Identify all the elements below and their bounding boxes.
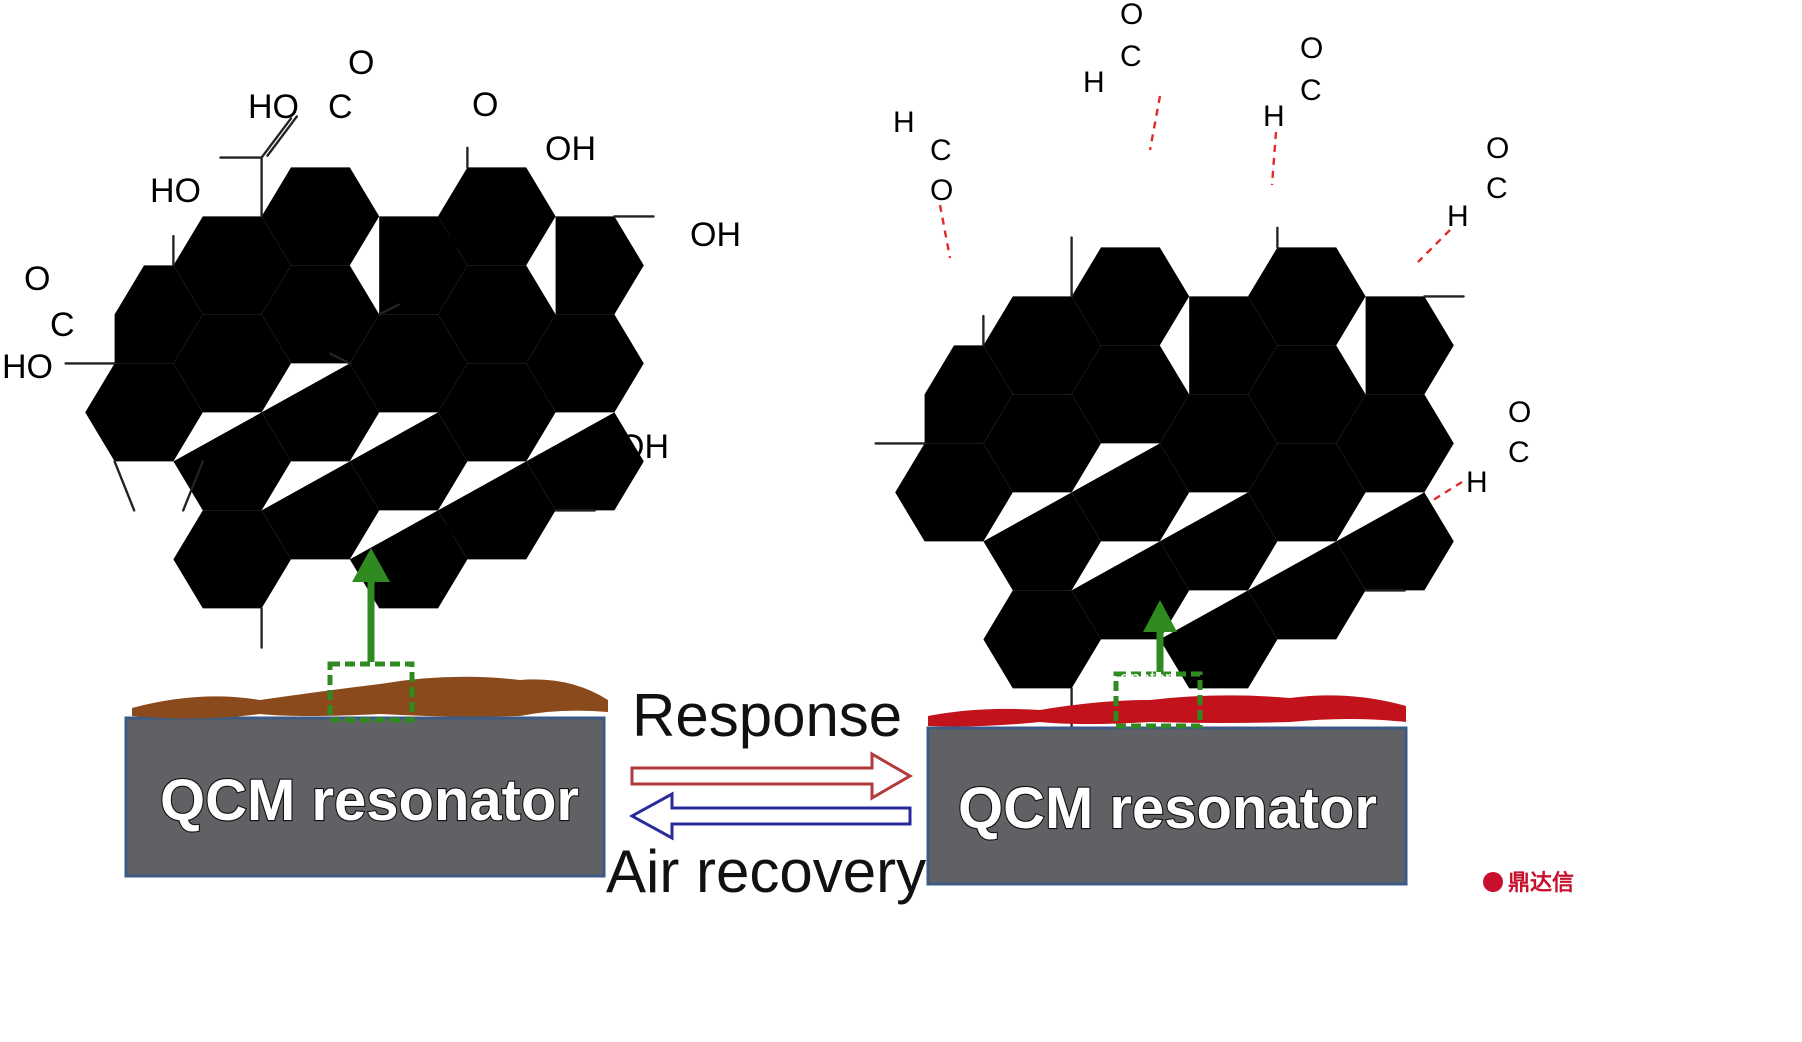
left-label-c-top: C (328, 88, 353, 126)
left-mass-bracket (327, 661, 415, 723)
left-label-oh-lowest: OH (418, 516, 469, 554)
hcho-h-3: H (1263, 100, 1285, 133)
left-qcm-substrate (124, 716, 606, 878)
left-qcm-assembly: QCM resonator (124, 548, 608, 878)
hcho-o-2: O (1120, 0, 1143, 31)
hcho-o-1: O (930, 174, 953, 207)
response-arrow (630, 751, 913, 801)
hcho-h-1: H (893, 106, 915, 139)
watermark: 鼎达信 (1483, 870, 1574, 895)
left-resonator-label: QCM resonator (160, 768, 579, 833)
hcho-o-4: O (1486, 132, 1509, 165)
right-qcm-substrate (926, 726, 1408, 886)
hbond-2 (1148, 95, 1162, 151)
right-film (928, 695, 1406, 727)
left-molecule-labels: HO C O OH O HO C O OH HO O HO C O OH OH (2, 44, 741, 554)
recovery-arrow (628, 791, 912, 841)
left-label-oh-right1: OH (545, 130, 596, 168)
hbond-3 (1270, 131, 1278, 186)
left-label-epoxy-o: O (448, 218, 474, 256)
left-label-o-right1: O (472, 86, 498, 124)
left-graphene-oxide-structure (64, 115, 655, 649)
hbond-4 (1417, 229, 1451, 263)
right-graphene-oxide-structure (874, 226, 1465, 729)
left-film (132, 676, 608, 719)
right-resonator-label: QCM resonator (958, 776, 1377, 841)
left-label-c-left: C (50, 306, 75, 344)
formaldehyde-group: H C O H C O H C O H C O H C O (893, 0, 1531, 504)
watermark-text: 鼎达信 (1508, 870, 1574, 895)
hcho-h-5: H (1466, 466, 1488, 499)
hbond-1 (938, 204, 952, 259)
left-mass-arrow-head (352, 548, 390, 582)
left-label-ho-center: HO (272, 302, 323, 340)
hcho-o-5: O (1508, 396, 1531, 429)
right-small-text: onator (1120, 668, 1171, 688)
hcho-h-2: H (1083, 66, 1105, 99)
hcho-c-4: C (1486, 172, 1508, 205)
left-label-c-bottom: C (572, 428, 597, 466)
left-label-ho-top: HO (248, 88, 299, 126)
hbond-5 (1429, 480, 1463, 504)
right-mass-bracket (1113, 671, 1203, 729)
hcho-c-2: C (1120, 40, 1142, 73)
response-label: Response (632, 682, 902, 749)
left-label-oh-right2: OH (690, 216, 741, 254)
left-label-o-left: O (24, 260, 50, 298)
right-mass-arrow-head (1143, 600, 1177, 632)
recovery-label: Air recovery (606, 838, 926, 905)
left-label-ho-left2: HO (2, 348, 53, 386)
right-qcm-assembly: onator QCM resonator (926, 600, 1408, 886)
hcho-h-4: H (1447, 200, 1469, 233)
process-arrows: Response Air recovery (606, 682, 926, 905)
hcho-o-3: O (1300, 32, 1323, 65)
hcho-c-3: C (1300, 74, 1322, 107)
left-label-oh-bottom: OH (618, 428, 669, 466)
left-label-ho-left: HO (150, 172, 201, 210)
watermark-logo-icon (1483, 872, 1503, 892)
hcho-c-5: C (1508, 436, 1530, 469)
left-label-o-bottom: O (546, 472, 572, 510)
hcho-c-1: C (930, 134, 952, 167)
left-label-o-top: O (348, 44, 374, 82)
